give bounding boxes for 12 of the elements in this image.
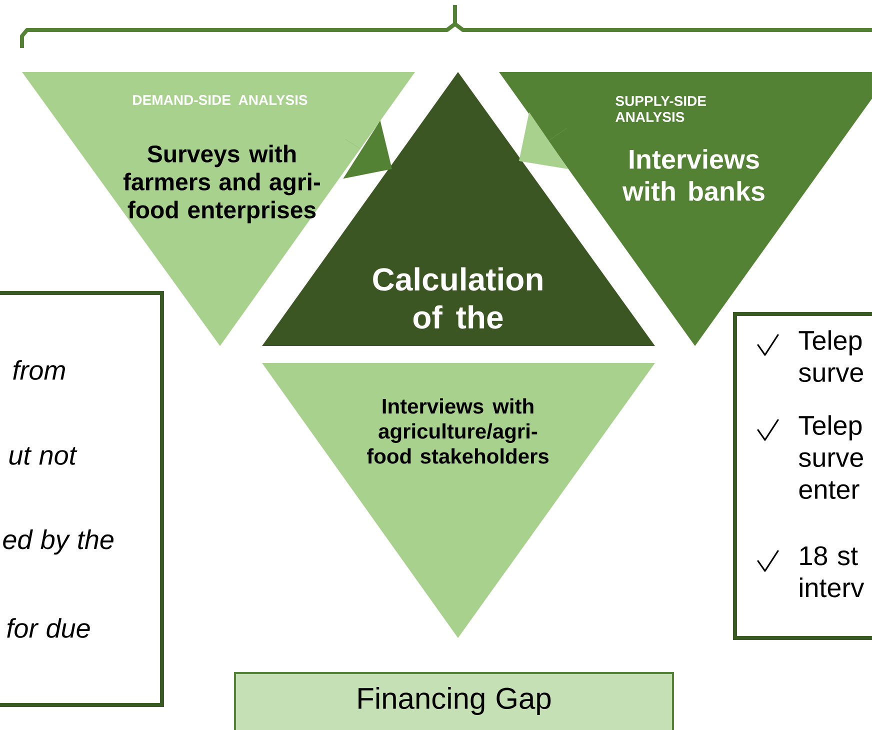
bullet-box <box>733 312 872 640</box>
note-line: from <box>13 360 65 380</box>
arrow <box>343 120 392 179</box>
label-box: Financing Gap <box>234 672 674 730</box>
triangle: Interviews with agriculture/agri-food stakeholders <box>262 363 655 638</box>
note-line: ut not <box>9 447 78 465</box>
note-line: for due <box>7 618 90 638</box>
text-box <box>0 291 164 707</box>
bullet-text: 18 st interv <box>800 546 864 598</box>
note-line: ed by the <box>3 529 114 555</box>
arrow <box>519 112 568 170</box>
bullet-text: Telep surve enter <box>798 415 864 500</box>
